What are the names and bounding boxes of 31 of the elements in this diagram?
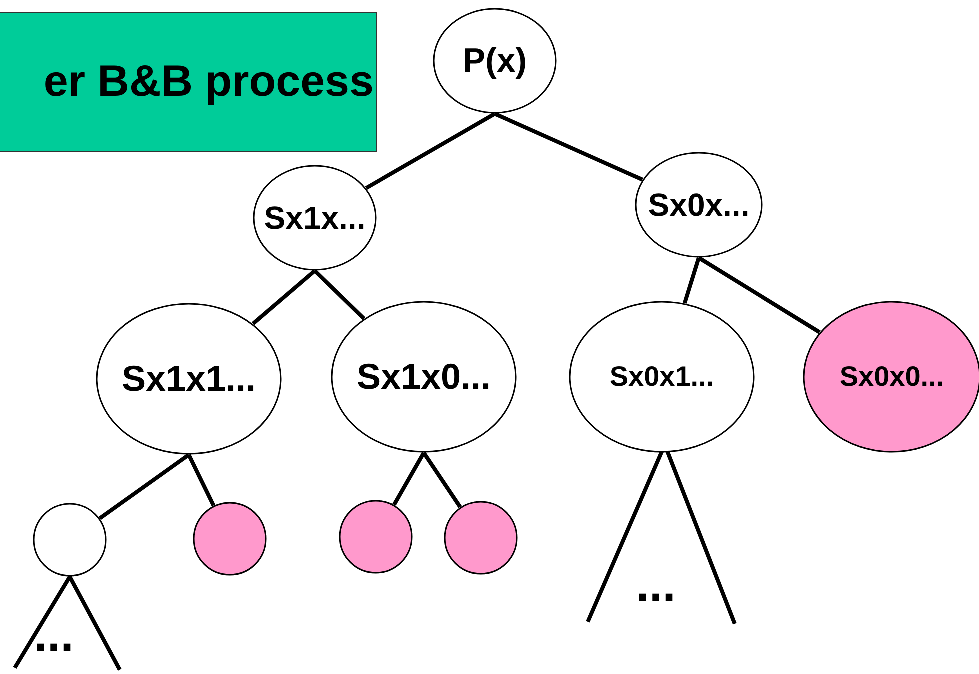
ellipsis-label: ... xyxy=(636,562,676,610)
tree-node-ellipse xyxy=(96,303,282,455)
node-label: P(x) xyxy=(462,42,528,80)
ellipsis-label: ... xyxy=(34,612,74,660)
tree-edge xyxy=(683,257,701,304)
tree-edge xyxy=(252,269,316,326)
tree-edge xyxy=(698,256,821,334)
node-label: Sx0x1... xyxy=(610,361,714,393)
tree-node-ellipse xyxy=(433,8,557,114)
tree-node-ellipse xyxy=(635,152,763,258)
node-label: Sx1x... xyxy=(264,200,366,236)
tree-node-circle xyxy=(193,502,267,576)
node-label: Sx1x0... xyxy=(356,356,492,398)
tree-edge xyxy=(422,452,462,508)
node-label: Sx0x... xyxy=(648,186,750,224)
tree-edge xyxy=(98,453,190,520)
tree-edge xyxy=(494,112,644,182)
tree-node-ellipse xyxy=(569,301,755,453)
tree-node-ellipse xyxy=(253,165,377,271)
node-label: Sx0x0... xyxy=(840,361,944,393)
tree-edge xyxy=(392,452,426,506)
tree-edge xyxy=(365,112,496,190)
tree-node-ellipse xyxy=(331,301,517,453)
node-label: Sx1x1... xyxy=(122,358,256,400)
tree-node-circle xyxy=(339,500,413,574)
banner-title: er B&B process xyxy=(44,57,374,107)
title-banner xyxy=(0,12,377,152)
tree-edge xyxy=(314,270,366,320)
tree-edge xyxy=(187,454,216,507)
tree-node-circle xyxy=(33,503,107,577)
tree-node-circle xyxy=(444,501,518,575)
